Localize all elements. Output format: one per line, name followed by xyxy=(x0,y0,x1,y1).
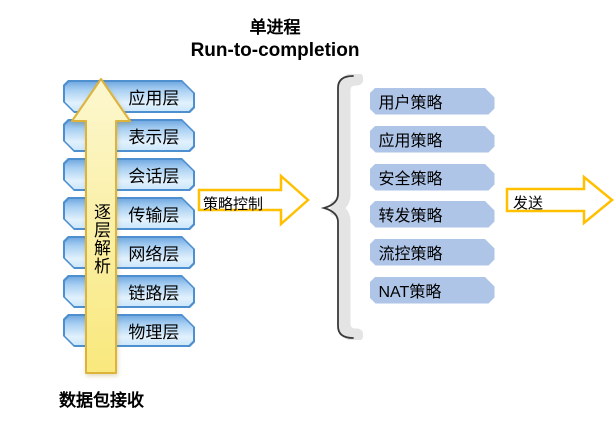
packet-receive-label: 数据包接收 xyxy=(59,391,144,410)
send-arrow-label: 发送 xyxy=(513,195,544,212)
layer-label: 传输层 xyxy=(128,206,180,225)
policy-box-security: 安全策略 xyxy=(367,161,497,193)
policy-box-application: 应用策略 xyxy=(367,123,497,155)
page-title: 单进程 Run-to-completion xyxy=(120,16,430,62)
upward-arrow-label: 逐层解析 xyxy=(91,203,110,275)
layer-label: 会话层 xyxy=(128,167,180,186)
policy-label: 流控策略 xyxy=(378,246,443,263)
policy-control-arrow-icon xyxy=(197,173,310,227)
send-arrow-icon xyxy=(505,174,614,226)
policy-label: 安全策略 xyxy=(378,171,443,188)
title-line-english: Run-to-completion xyxy=(190,40,360,61)
left-brace-icon xyxy=(320,74,363,340)
policy-label: NAT策略 xyxy=(378,284,442,301)
title-line-chinese: 单进程 xyxy=(249,18,301,37)
upward-arrow-icon xyxy=(71,78,131,374)
layer-label: 表示层 xyxy=(128,128,180,147)
policy-box-flow-control: 流控策略 xyxy=(367,236,497,268)
policy-box-forwarding: 转发策略 xyxy=(367,198,497,230)
policy-box-user: 用户策略 xyxy=(367,85,497,117)
policy-box-nat: NAT策略 xyxy=(367,274,497,306)
layer-label: 物理层 xyxy=(128,323,180,342)
layer-label: 应用层 xyxy=(128,89,180,108)
policy-label: 应用策略 xyxy=(378,133,443,150)
layer-label: 网络层 xyxy=(128,245,180,264)
policy-control-arrow-label: 策略控制 xyxy=(203,196,264,213)
policy-label: 转发策略 xyxy=(378,208,443,225)
layer-label: 链路层 xyxy=(128,284,180,303)
policy-label: 用户策略 xyxy=(378,95,443,112)
